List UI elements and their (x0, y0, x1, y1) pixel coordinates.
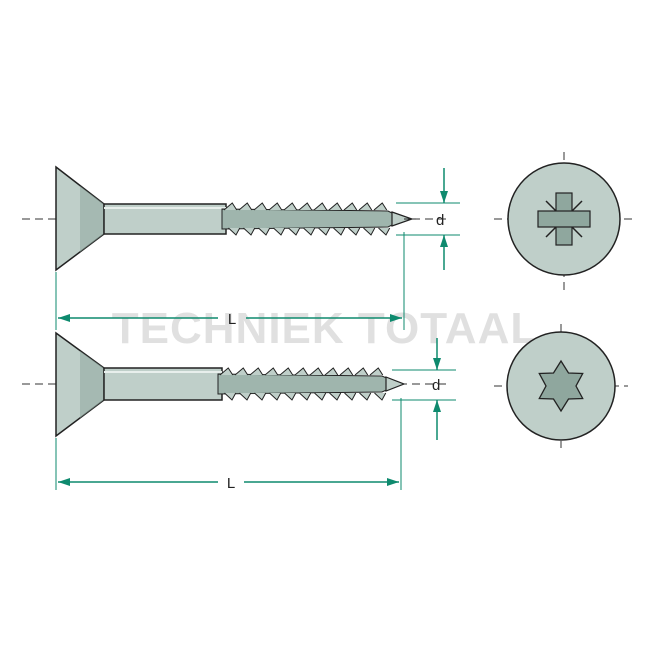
screw-1-diameter-label: d (436, 212, 444, 229)
screw-2-length-dimension: L (55, 398, 402, 492)
screw-1-tip (391, 211, 414, 227)
screw-1-thread-core (221, 208, 406, 230)
screw-2-head-shade (80, 351, 104, 418)
thread-crest (324, 367, 342, 401)
thread-crest (294, 367, 312, 401)
screw-1-side-view (22, 165, 448, 272)
thread-crest (234, 367, 252, 401)
screw-1-head-view (494, 152, 634, 292)
screw-2-head-view (494, 324, 628, 448)
thread-crest (298, 202, 316, 236)
screw-1-length-label: L (228, 311, 236, 328)
thread-crest (343, 202, 361, 236)
thread-crest (358, 202, 376, 236)
screw-2-thread-core (217, 373, 402, 395)
screw-1-diameter-dimension: d (396, 168, 460, 270)
thread-crest (354, 367, 372, 401)
thread-crest (309, 367, 327, 401)
thread-crest (283, 202, 301, 236)
thread-crest (223, 202, 241, 236)
thread-crest (279, 367, 297, 401)
thread-crest (373, 202, 391, 236)
thread-crest (328, 202, 346, 236)
screw-1-head-shade (80, 186, 104, 252)
thread-crest (238, 202, 256, 236)
thread-crest (339, 367, 357, 401)
thread-crest (264, 367, 282, 401)
thread-crest (219, 367, 237, 401)
screw-2-shank (103, 367, 223, 401)
thread-crest (268, 202, 286, 236)
torx-recess-icon (538, 359, 584, 413)
screw-2-diameter-label: d (432, 377, 440, 394)
screw-2-length-label: L (227, 475, 235, 492)
thread-crest (253, 202, 271, 236)
thread-crest (313, 202, 331, 236)
thread-crest (369, 367, 387, 401)
screw-2-side-view (22, 331, 448, 438)
screw-1-threads (223, 202, 391, 236)
screw-2-diameter-dimension: d (392, 338, 456, 440)
pozidriv-recess-icon (537, 192, 591, 246)
thread-crest (249, 367, 267, 401)
watermark-text: TECHNIEK TOTAAL (112, 304, 538, 353)
screw-2-tip (385, 376, 406, 392)
screw-1-length-dimension: L (55, 232, 405, 330)
screw-2-threads (219, 367, 387, 401)
